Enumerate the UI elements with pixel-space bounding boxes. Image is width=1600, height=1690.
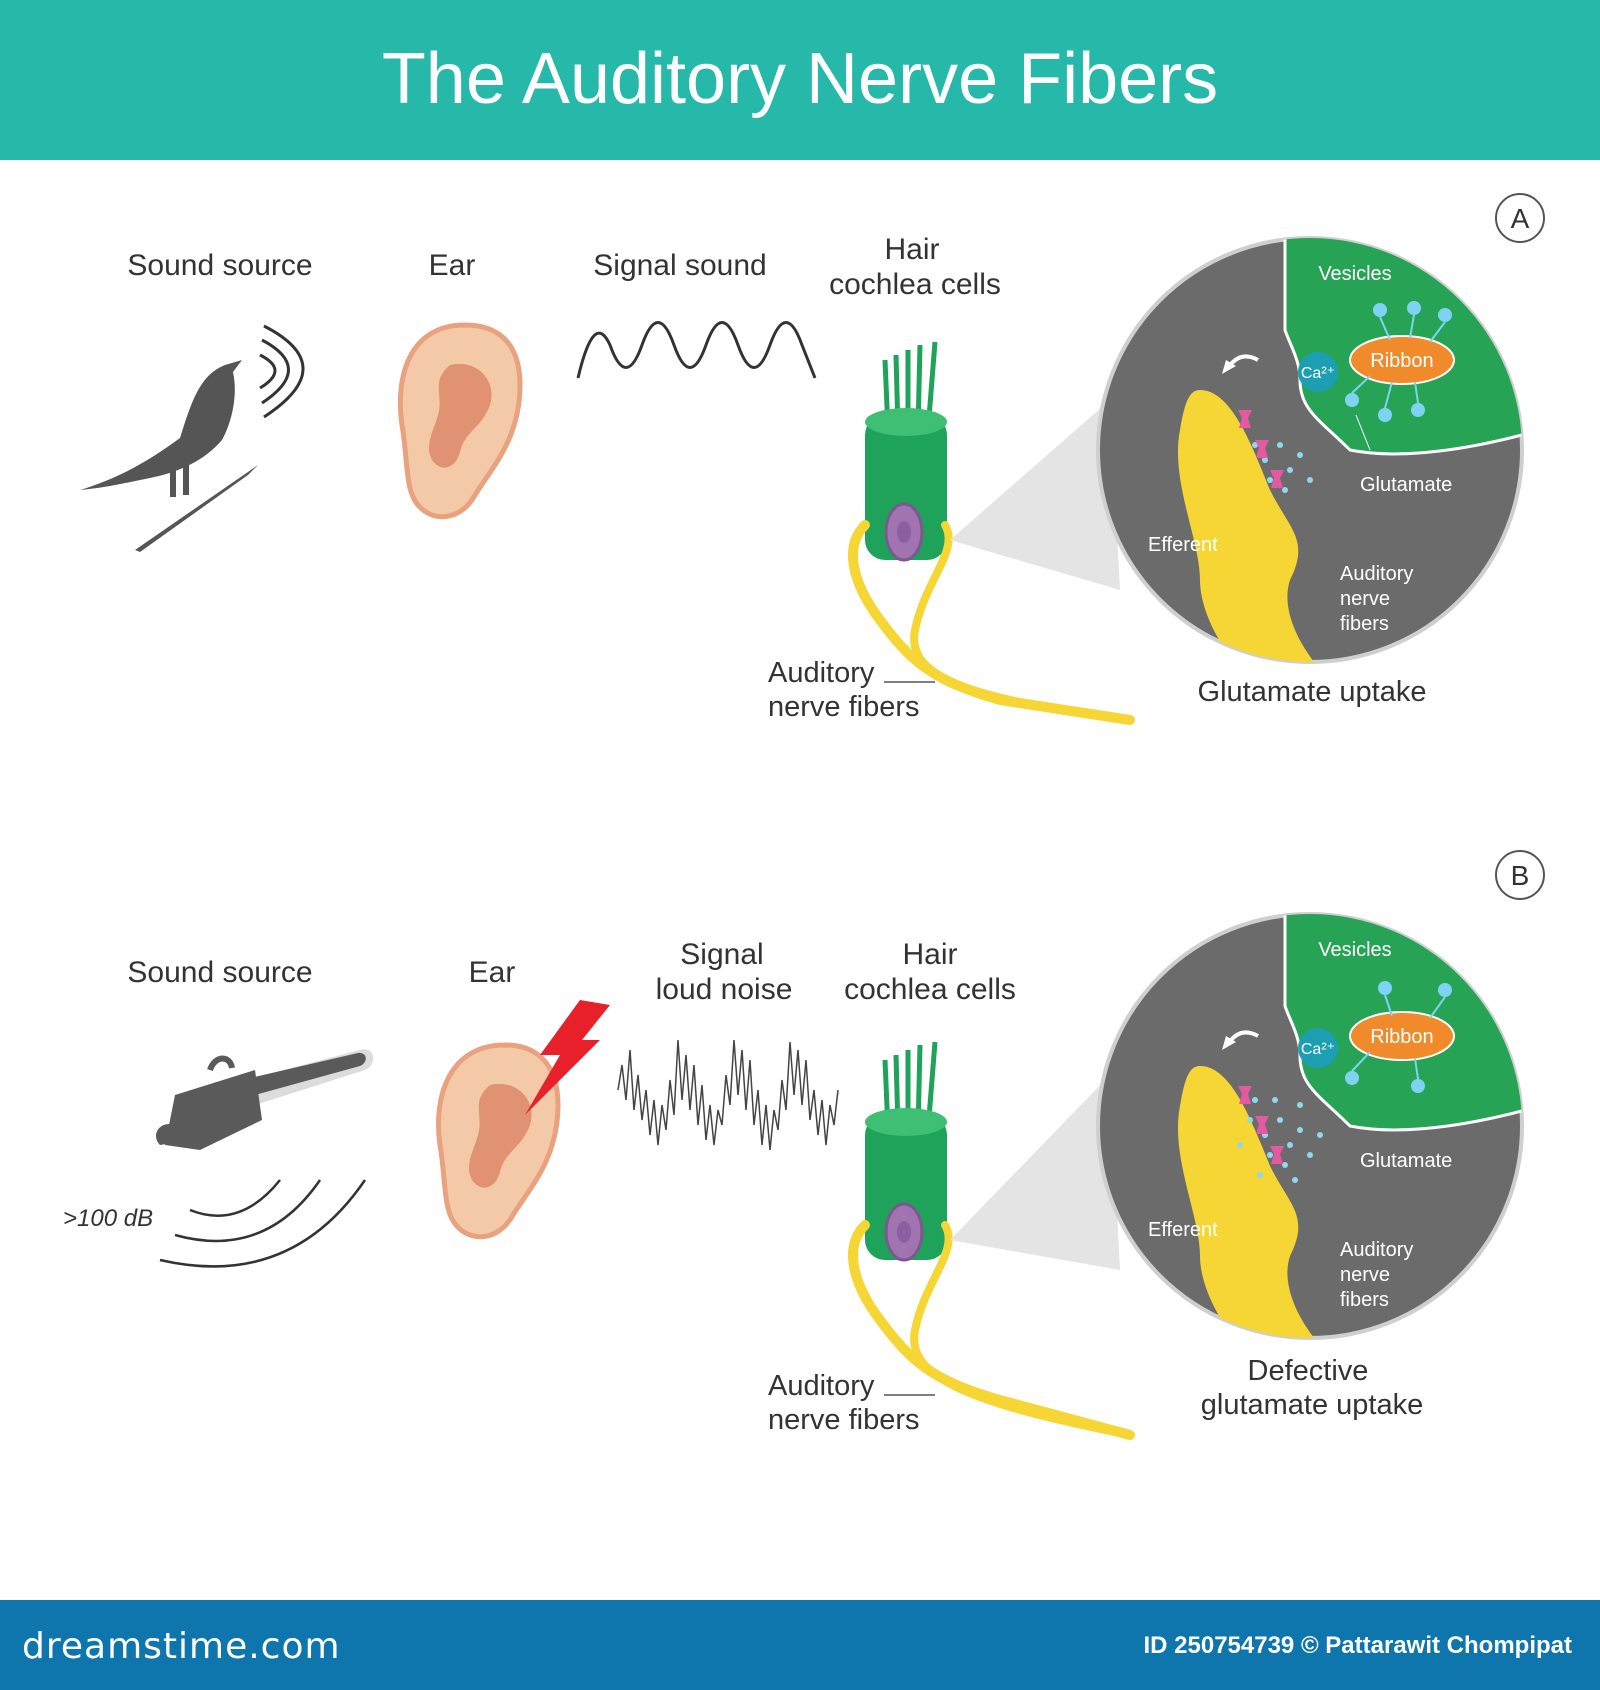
panel-a-marker-circle: [1495, 193, 1545, 243]
panel-b-marker: B: [1511, 860, 1530, 891]
panel-a-hair-label-1: Hair: [884, 233, 939, 266]
panel-b-inset-nerve-1: Auditory: [1340, 1239, 1413, 1261]
panel-a-ribbon-label: Ribbon: [1370, 350, 1433, 372]
panel-b-marker-circle: [1495, 850, 1545, 900]
footer-brand: dreamstime.com: [22, 1626, 341, 1667]
panel-b-sound-source-label: Sound source: [127, 956, 312, 989]
panel-b-vesicles-label: Vesicles: [1318, 939, 1391, 961]
panel-a-ear-label: Ear: [429, 249, 476, 282]
panel-a-inset-nerve-1: Auditory: [1340, 563, 1413, 585]
panel-b-caption-1: Defective: [1248, 1355, 1369, 1387]
panel-a-marker: A: [1511, 203, 1530, 234]
panel-b-calcium-label: Ca²⁺: [1301, 1041, 1335, 1058]
hair-cell-icon: [865, 1041, 947, 1262]
panel-a-caption: Glutamate uptake: [1198, 676, 1427, 708]
nerve-fibers-icon: [848, 1220, 1135, 1440]
panel-b-synapse-inset: [1096, 912, 1524, 1340]
panel-b-efferent-label: Efferent: [1148, 1219, 1218, 1241]
panel-a-signal-label: Signal sound: [593, 249, 766, 282]
panel-b-nerve-label-1: Auditory: [768, 1370, 875, 1402]
page-title: The Auditory Nerve Fibers: [381, 39, 1219, 119]
panel-a-inset-nerve-3: fibers: [1340, 613, 1389, 635]
panel-a-glutamate-label: Glutamate: [1360, 474, 1452, 496]
ear-icon: [397, 322, 523, 520]
panel-a: A Sound source Ear Signal sound Hair coc…: [80, 193, 1545, 725]
panel-a-nerve-label-2: nerve fibers: [768, 691, 920, 723]
ear-icon: [436, 1042, 561, 1240]
panel-b-hair-label-1: Hair: [902, 938, 957, 971]
panel-a-inset-nerve-2: nerve: [1340, 588, 1390, 610]
panel-b: B Sound source Ear Signal loud noise Hai…: [63, 850, 1545, 1440]
panel-b-nerve-label-2: nerve fibers: [768, 1404, 920, 1436]
title-banner: The Auditory Nerve Fibers: [0, 0, 1600, 160]
signal-sound-wave: [576, 321, 817, 379]
sound-wave-arcs-icon: [259, 324, 305, 419]
nerve-fibers-icon: [848, 520, 1135, 725]
panel-b-inset-nerve-2: nerve: [1340, 1264, 1390, 1286]
chainsaw-icon: [155, 1049, 374, 1150]
panel-b-signal-label-2: loud noise: [656, 973, 793, 1006]
footer-bar: dreamstime.com ID 250754739 © Pattarawit…: [0, 1600, 1600, 1690]
panel-b-caption-2: glutamate uptake: [1201, 1389, 1423, 1421]
panel-b-signal-label-1: Signal: [680, 938, 763, 971]
panel-a-zoom-cone: [950, 400, 1120, 590]
hair-cell-icon: [865, 341, 947, 562]
footer-credit: ID 250754739 © Pattarawit Chompipat: [1143, 1632, 1572, 1659]
panel-a-vesicles-label: Vesicles: [1318, 263, 1391, 285]
panel-a-nerve-label-1: Auditory: [768, 657, 875, 689]
lightning-bolt-icon: [525, 1000, 610, 1115]
bird-icon: [80, 360, 258, 552]
panel-b-inset-nerve-3: fibers: [1340, 1289, 1389, 1311]
loud-sound-arcs-icon: [159, 1179, 367, 1268]
panel-a-synapse-inset: [1096, 236, 1524, 664]
panel-b-level-label: >100 dB: [63, 1205, 153, 1232]
panel-a-calcium-label: Ca²⁺: [1301, 365, 1335, 382]
panel-b-zoom-cone: [950, 1075, 1120, 1270]
panel-b-ribbon-label: Ribbon: [1370, 1026, 1433, 1048]
panel-a-hair-label-2: cochlea cells: [829, 268, 1001, 301]
diagram-canvas: A Sound source Ear Signal sound Hair coc…: [63, 193, 1545, 1440]
loud-noise-signal-wave: [617, 1039, 839, 1151]
panel-a-sound-source-label: Sound source: [127, 249, 312, 282]
panel-b-hair-label-2: cochlea cells: [844, 973, 1016, 1006]
panel-b-glutamate-label: Glutamate: [1360, 1150, 1452, 1172]
panel-a-efferent-label: Efferent: [1148, 534, 1218, 556]
panel-b-ear-label: Ear: [469, 956, 516, 989]
